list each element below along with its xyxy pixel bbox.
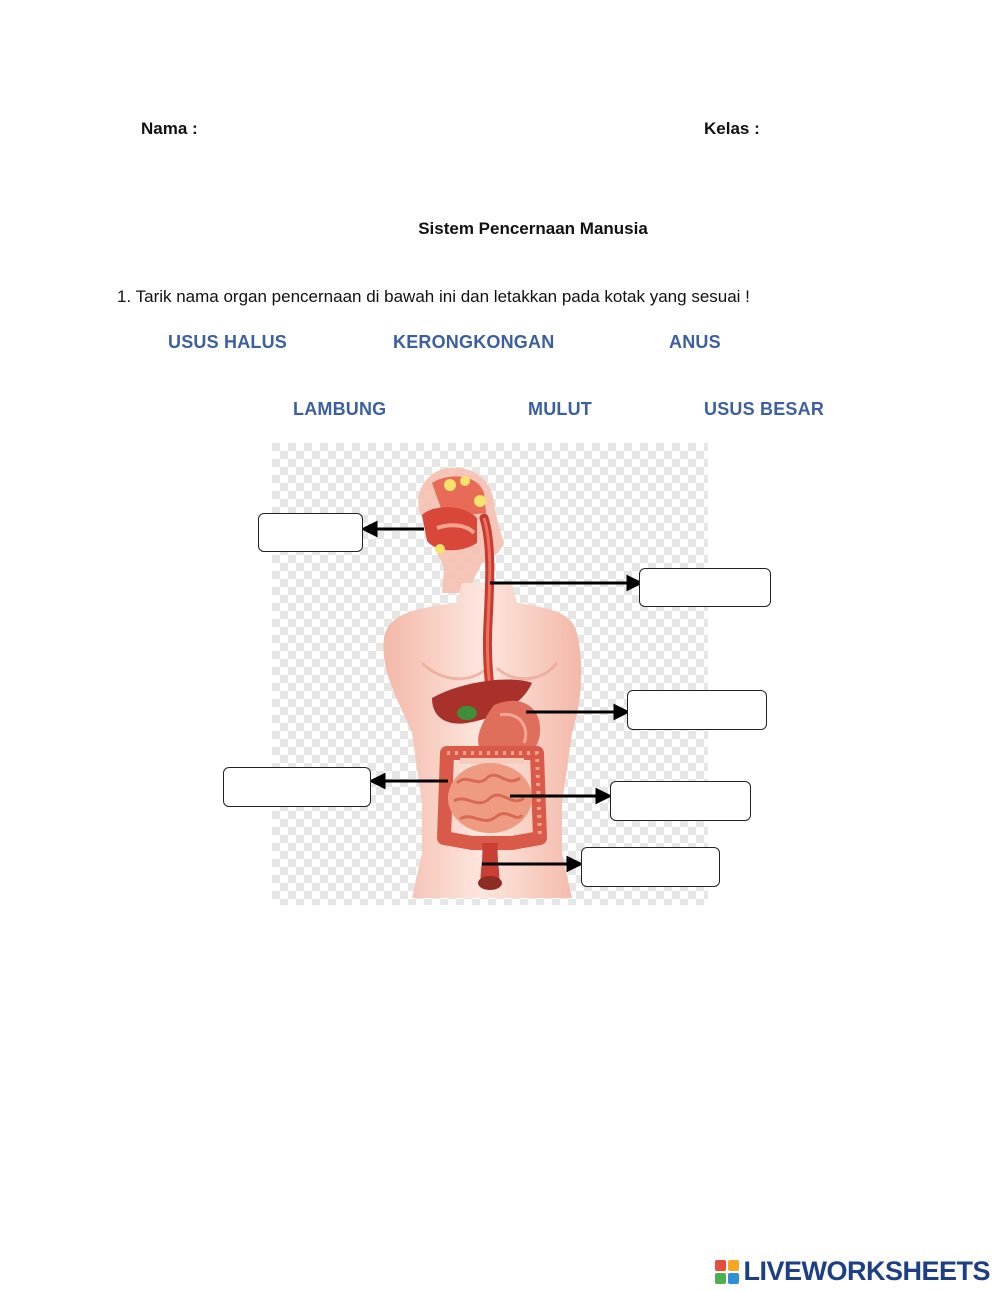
stomach [478, 700, 541, 759]
liveworksheets-logo-icon [715, 1259, 740, 1284]
word-kerongkongan[interactable]: KERONGKONGAN [393, 332, 555, 352]
question-number: 1. [117, 287, 132, 306]
word-usus-besar[interactable]: USUS BESAR [704, 399, 825, 419]
liver [432, 679, 532, 724]
pointer-arrows [360, 520, 644, 873]
brand-text: LIVEWORKSHEETS [743, 1256, 990, 1286]
gallbladder [457, 706, 477, 720]
anus-opening [478, 876, 502, 890]
drop-box-anus[interactable] [581, 847, 720, 887]
word-mulut[interactable]: MULUT [528, 399, 592, 419]
drop-box-small-intestine[interactable] [610, 781, 751, 821]
page-title: Sistem Pencernaan Manusia [418, 219, 648, 238]
word-anus[interactable]: ANUS [669, 332, 721, 352]
drop-box-esophagus[interactable] [639, 568, 771, 607]
word-lambung[interactable]: LAMBUNG [293, 399, 387, 419]
word-usus-halus[interactable]: USUS HALUS [168, 332, 288, 352]
digestive-system-illustration [272, 443, 708, 905]
question-text: Tarik nama organ pencernaan di bawah ini… [135, 287, 750, 306]
drop-box-stomach[interactable] [627, 690, 767, 730]
name-label: Nama : [141, 119, 198, 138]
question-1: 1. Tarik nama organ pencernaan di bawah … [117, 287, 750, 307]
liveworksheets-brand: LIVEWORKSHEETS [715, 1256, 990, 1287]
drop-box-mouth[interactable] [258, 513, 363, 552]
drop-box-large-intestine[interactable] [223, 767, 371, 807]
small-intestine [448, 763, 532, 833]
class-label: Kelas : [704, 119, 760, 138]
mouth-region [422, 476, 486, 554]
